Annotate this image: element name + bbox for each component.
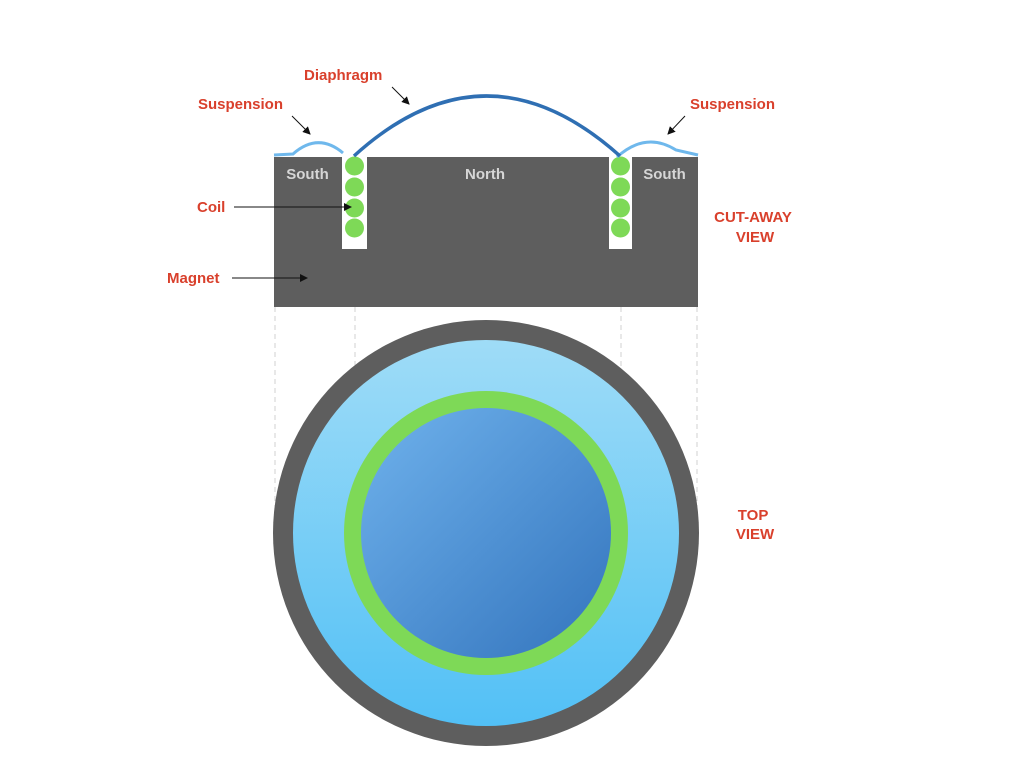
- top-view-label-line1: TOP: [738, 507, 769, 524]
- pole-label-south-left: South: [286, 166, 329, 183]
- suspension-right-label: Suspension: [690, 96, 775, 113]
- coil-label: Coil: [197, 199, 225, 216]
- top-view-label-line2: VIEW: [736, 526, 775, 543]
- coil-turn: [611, 177, 630, 197]
- coil-left: [345, 156, 364, 238]
- coil-right: [611, 156, 630, 238]
- coil-turn: [611, 218, 630, 238]
- callouts: Diaphragm Suspension Suspension Coil Mag…: [167, 67, 796, 543]
- coil-turn: [345, 198, 364, 218]
- magnet-body: [274, 157, 698, 307]
- pole-label-south-right: South: [643, 166, 686, 183]
- diaphragm-label: Diaphragm: [304, 67, 382, 84]
- cutaway-view: South North South: [273, 94, 699, 307]
- top-view: [273, 320, 699, 746]
- diaphragm-shape: [352, 94, 622, 158]
- coil-turn: [345, 218, 364, 238]
- suspension-right-shape: [615, 140, 699, 159]
- diaphragm-arrow: [391, 86, 410, 105]
- cutaway-view-label-line2: VIEW: [736, 229, 775, 246]
- top-view-diaphragm-disc: [361, 408, 611, 658]
- pole-label-north: North: [465, 166, 505, 183]
- coil-turn: [345, 156, 364, 176]
- suspension-right-arrow: [667, 115, 686, 135]
- suspension-left-label: Suspension: [198, 96, 283, 113]
- top-view-label: TOP VIEW: [736, 507, 775, 543]
- coil-turn: [611, 198, 630, 218]
- suspension-left-shape: [273, 141, 344, 157]
- magnet-label: Magnet: [167, 270, 220, 287]
- coil-turn: [611, 156, 630, 176]
- cutaway-view-label: CUT-AWAY VIEW: [714, 209, 796, 246]
- cutaway-view-label-line1: CUT-AWAY: [714, 209, 792, 226]
- suspension-left-arrow: [291, 115, 311, 135]
- coil-turn: [345, 177, 364, 197]
